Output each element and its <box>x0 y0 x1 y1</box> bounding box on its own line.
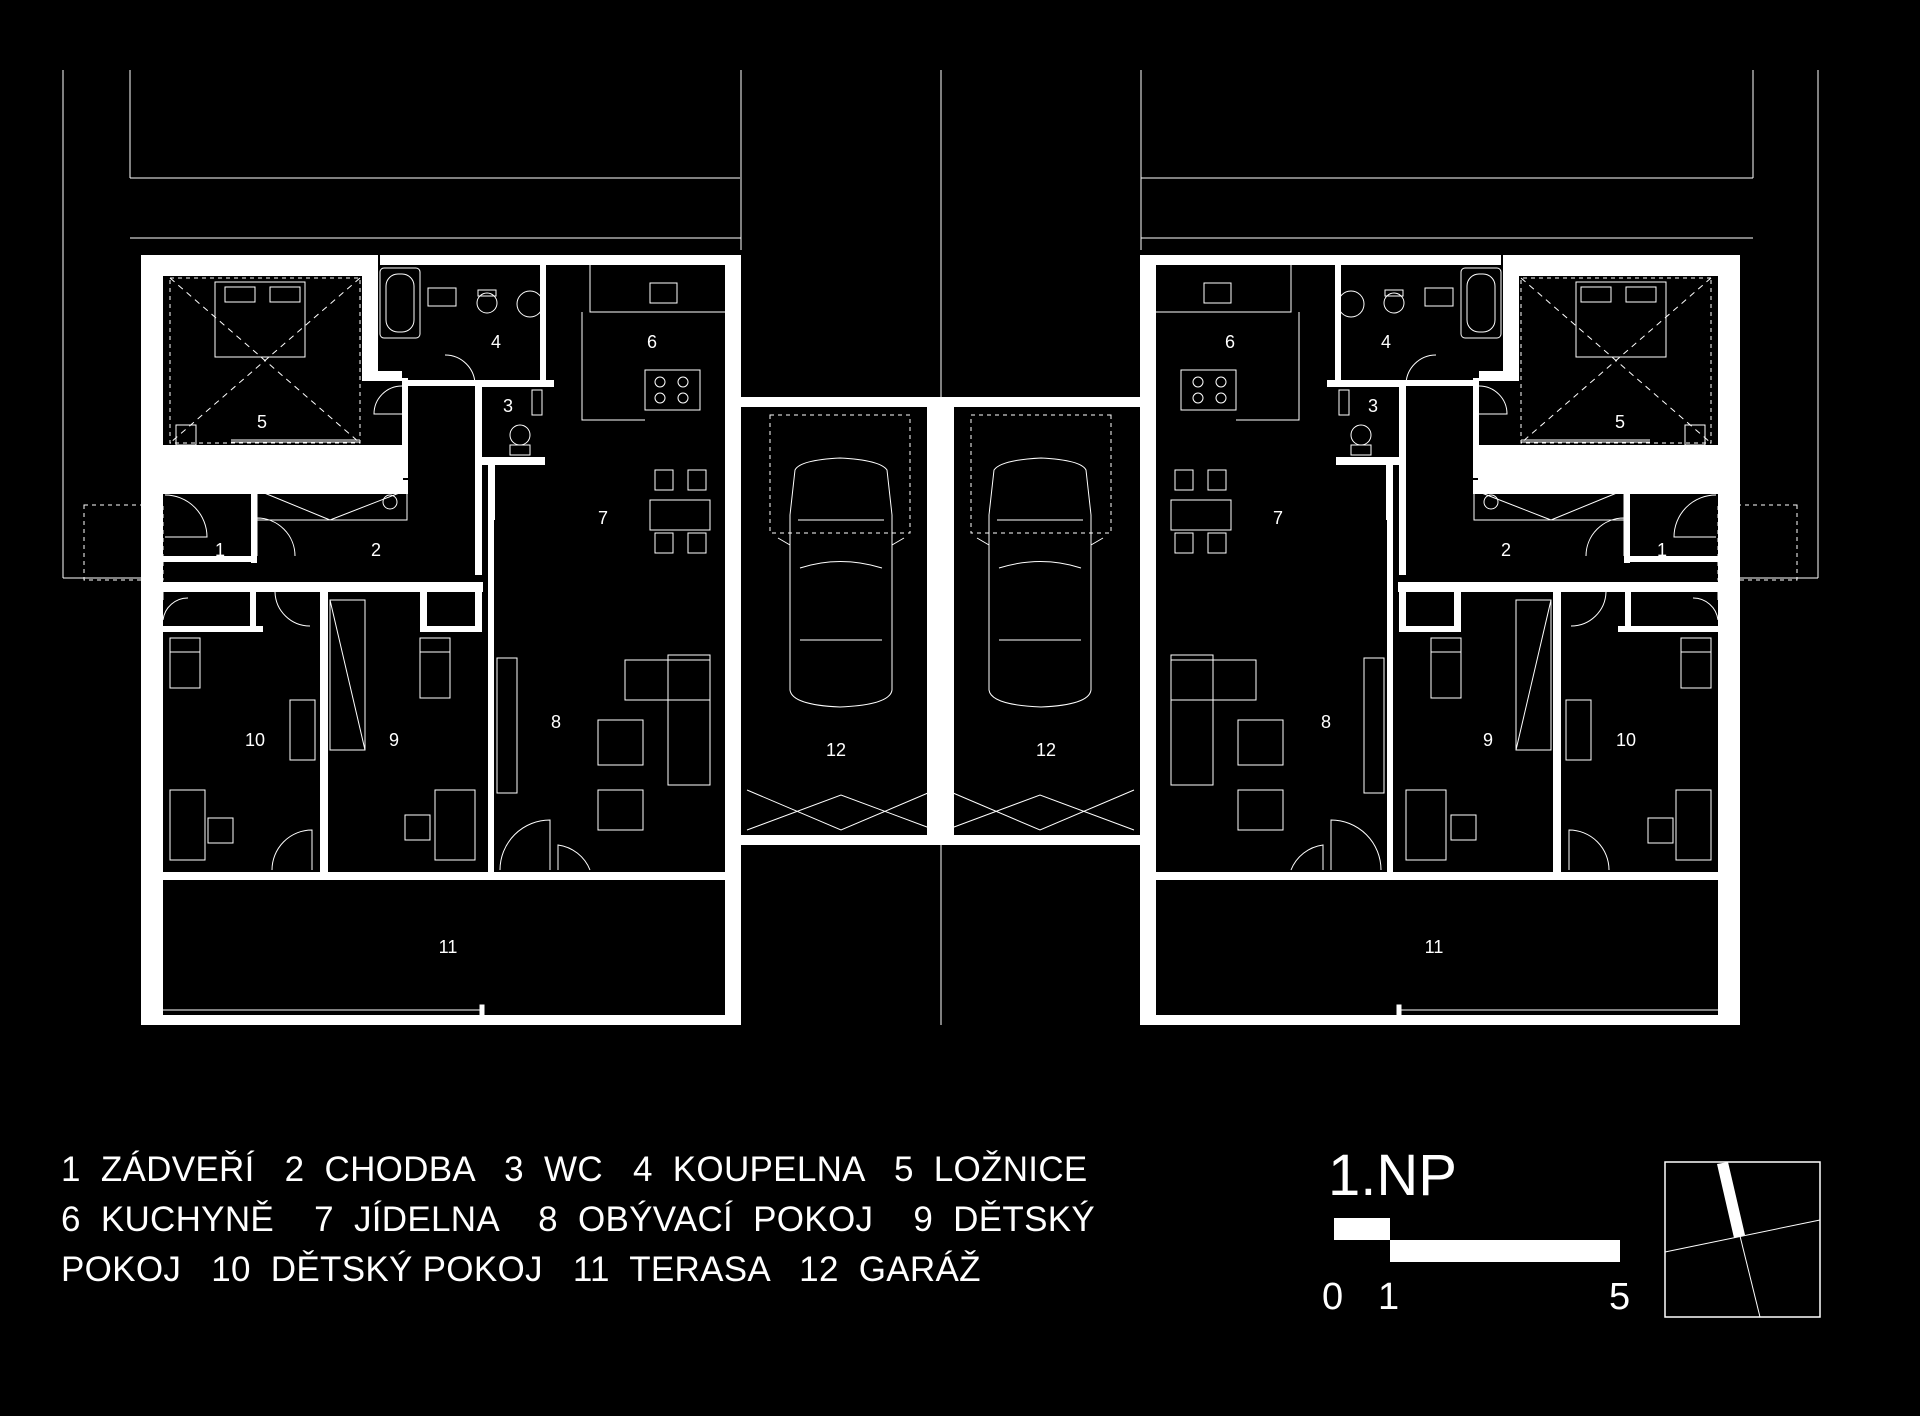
room-labels-right: 1 2 3 4 5 6 7 8 9 10 11 12 <box>1036 332 1667 957</box>
room-label: 11 <box>439 937 458 957</box>
room-label: 7 <box>598 508 608 528</box>
room-label: 10 <box>1616 730 1636 750</box>
floor-title: 1.NP <box>1328 1143 1457 1208</box>
scale-label-1: 1 <box>1378 1276 1400 1318</box>
room-label: 5 <box>1615 412 1625 432</box>
legend-line-2: 6 KUCHYNĚ 7 JÍDELNA 8 OBÝVACÍ POKOJ 9 DĚ… <box>61 1200 1096 1239</box>
walls-left <box>141 255 941 1025</box>
unit-left <box>83 255 941 1025</box>
room-label: 10 <box>245 730 265 750</box>
room-label: 7 <box>1273 508 1283 528</box>
scale-label-0: 0 <box>1322 1276 1344 1318</box>
room-label: 5 <box>257 412 267 432</box>
room-label: 12 <box>1036 740 1056 760</box>
legend-line-3: POKOJ 10 DĚTSKÝ POKOJ 11 TERASA 12 GARÁŽ <box>61 1250 981 1289</box>
site-key <box>1664 1161 1821 1318</box>
walls-right <box>940 255 1740 1025</box>
room-label: 8 <box>1321 712 1331 732</box>
fixtures-left <box>83 265 936 1016</box>
room-label: 3 <box>503 396 513 416</box>
legend-line-1: 1 ZÁDVEŘÍ 2 CHODBA 3 WC 4 KOUPELNA 5 LOŽ… <box>61 1150 1088 1189</box>
fixtures-right <box>945 265 1798 1016</box>
room-label: 4 <box>1381 332 1391 352</box>
room-label: 9 <box>389 730 399 750</box>
room-label: 1 <box>1657 540 1667 560</box>
room-label: 8 <box>551 712 561 732</box>
room-label: 9 <box>1483 730 1493 750</box>
room-label: 3 <box>1368 396 1378 416</box>
scale-label-5: 5 <box>1609 1276 1631 1318</box>
scale-bar <box>1334 1218 1620 1262</box>
room-label: 1 <box>215 540 225 560</box>
room-label: 4 <box>491 332 501 352</box>
unit-right <box>940 255 1798 1025</box>
room-labels-left: 1 2 3 4 5 6 7 8 9 10 11 12 <box>215 332 846 957</box>
room-label: 2 <box>1501 540 1511 560</box>
room-label: 6 <box>1225 332 1235 352</box>
room-label: 2 <box>371 540 381 560</box>
room-label: 6 <box>647 332 657 352</box>
room-label: 12 <box>826 740 846 760</box>
room-label: 11 <box>1425 937 1444 957</box>
